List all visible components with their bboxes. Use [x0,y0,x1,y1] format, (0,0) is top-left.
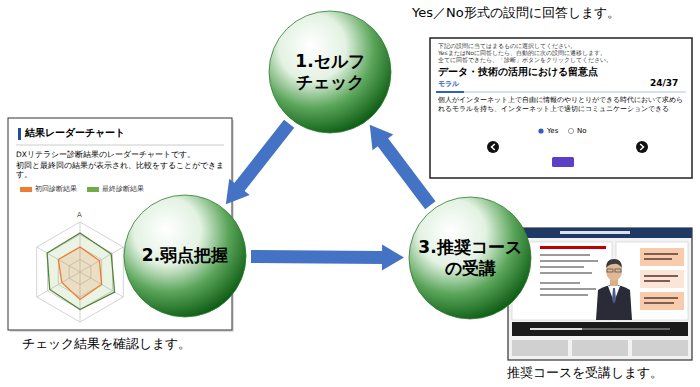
progress-track [530,328,670,330]
text-label: A [77,211,82,219]
radar-grid [37,222,124,322]
legend-swatch [87,187,99,192]
text-label: データ・技術の活用における留意点 [438,66,598,77]
legend-swatch [20,187,32,192]
step-title: 3.推奨コース の受講 [414,237,526,280]
text-label: No [577,127,587,135]
step-title: 2.弱点把握 [142,245,228,266]
prev-button [487,141,499,153]
text-label: DXリテラシー診断結果のレーダーチャートです。 [16,150,195,159]
heading-bar [18,128,21,140]
prev-chevron [492,144,495,150]
heading-rule [16,145,224,146]
arrow-head [382,244,404,270]
text-label: 下記の設問に当てはまるものに選択してください。 [438,42,576,49]
step-circle: 2.弱点把握 [123,194,247,318]
text-label: 初回と最終回の結果が表示され、比較をすることができます。 [16,161,230,179]
text-label: 推奨コースを受講します。 [507,365,663,381]
cycle-arrow [251,244,404,270]
circle-fill [124,195,246,317]
legend-item: 最終診断結果 [87,184,144,194]
player-bar [512,322,688,336]
slide-boxes [640,248,684,310]
radio-empty [568,128,573,133]
tab-rule [436,92,686,93]
progress-fill [530,328,582,330]
text-label: 24/37 [650,78,678,89]
step-circle: 3.推奨コース の受講 [408,196,532,320]
legend-text: 最終診断結果 [102,184,144,194]
text-label: 全てに回答できたら、「診断」ボタンをクリックしてください。 [438,56,612,63]
text-label: Yes／No形式の設問に回答します。 [412,5,620,21]
text-label: チェック結果を確認します。 [22,336,191,352]
lecturer [596,259,632,320]
thumbnail [512,340,568,356]
tab-active [436,91,464,93]
panel-frame [430,38,692,178]
first-result-polygon [58,247,101,300]
text-label: 結果レーダーチャート [25,127,125,139]
thumbnail [632,340,688,356]
circle-fill [269,11,391,133]
legend-text: 初回診断結果 [35,184,77,194]
slide-lines [540,254,598,296]
slide-title [540,246,606,249]
cycle-arrow [370,125,431,206]
arrow-shaft [382,142,430,206]
arrow-shaft [239,124,289,188]
title-bar [508,228,692,238]
arrow-head [370,125,394,150]
text-label: モラル [438,80,459,88]
panel-frame [508,228,692,360]
arrow-head [226,179,250,204]
question-panel [430,38,692,178]
chart-legend: 初回診断結果 最終診断結果 [20,184,144,194]
circle-fill [409,197,531,319]
cycle-arrow [226,124,289,204]
submit-button [552,157,574,167]
text-label: 個人がインターネット上で自由に情報のやりとりができる時代において求められるモラル… [438,96,684,114]
text-label: Yes [547,127,558,135]
video-panel [508,228,692,360]
step-circle: 1.セルフ チェック [268,10,392,134]
next-chevron [640,144,643,150]
final-result-polygon [47,233,115,310]
next-button [636,141,648,153]
text-label: YesまたはNoに回答したら、自動的に次の設問に遷移します。 [438,49,606,56]
radio-checked [538,128,543,133]
title-line [560,231,630,234]
thumbnail [572,340,628,356]
arrow-shaft [251,250,383,264]
legend-item: 初回診断結果 [20,184,77,194]
step-title: 1.セルフ チェック [274,51,386,94]
